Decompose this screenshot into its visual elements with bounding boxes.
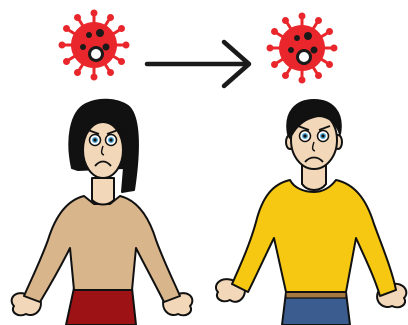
virus-icon-left — [59, 10, 130, 81]
virus-icon-right — [267, 13, 338, 84]
arrow-right-icon — [147, 42, 249, 86]
man-figure — [216, 100, 406, 325]
woman-skirt — [66, 288, 136, 325]
woman-sweater — [24, 196, 180, 302]
man-shirt — [232, 180, 396, 296]
woman-neck — [92, 178, 114, 205]
woman-figure — [12, 100, 193, 325]
